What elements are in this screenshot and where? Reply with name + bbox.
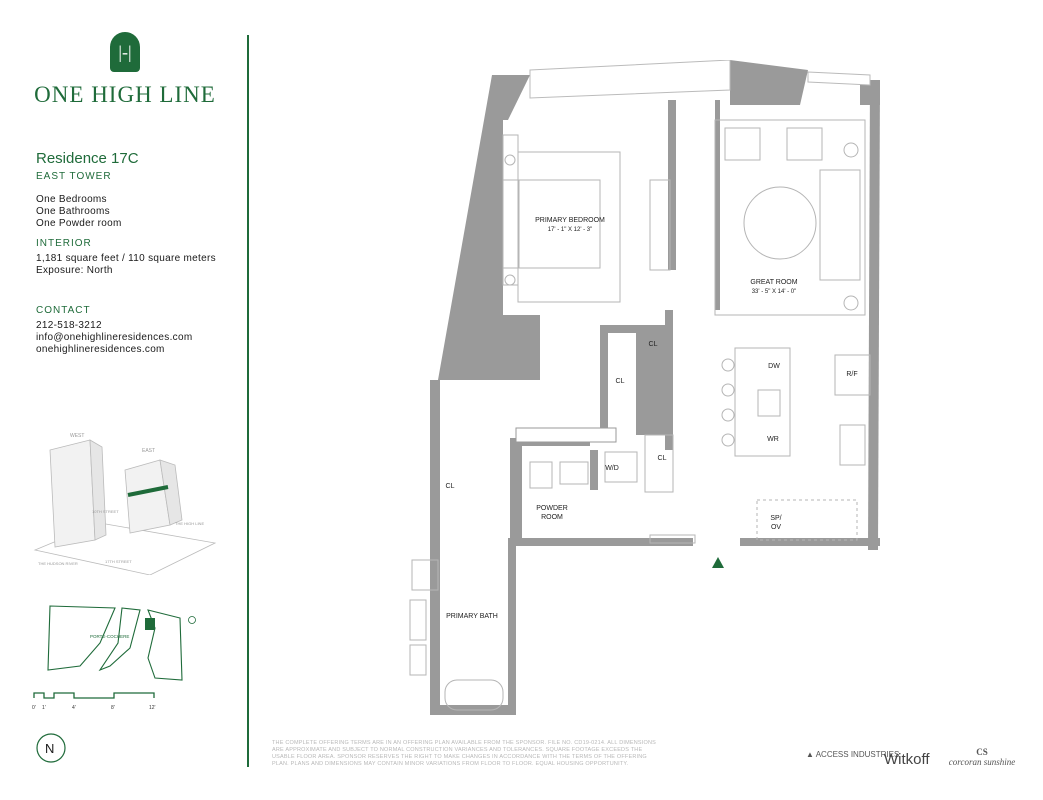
triangle-icon: ▲ <box>806 750 814 759</box>
primary-bedroom-label: PRIMARY BEDROOM <box>535 217 605 224</box>
contact-heading: CONTACT <box>36 305 91 316</box>
scale-tick: 1' <box>42 705 46 711</box>
brand-name: ONE HIGH LINE <box>34 82 216 107</box>
street-17th-label: 17TH STREET <box>105 559 132 564</box>
scale-tick: 4' <box>72 705 76 711</box>
building-marker <box>145 618 155 630</box>
contact-phone[interactable]: 212-518-3212 <box>36 320 102 331</box>
access-industries-logo: ▲ ACCESS INDUSTRIES <box>806 750 899 759</box>
corcoran-sunshine-logo: CS corcoran sunshine <box>947 747 1017 767</box>
spov-label: SP/ <box>770 515 781 522</box>
east-label: EAST <box>142 448 155 454</box>
room-summary-item: One Bedrooms <box>36 194 107 205</box>
vertical-divider <box>247 35 249 767</box>
contact-email[interactable]: info@onehighlineresidences.com <box>36 332 193 343</box>
area-text: 1,181 square feet / 110 square meters <box>36 253 216 264</box>
neighborhood-map: PORTE-COCHERE <box>47 605 196 681</box>
north-compass-icon: N <box>36 733 66 763</box>
entrance-marker-icon <box>712 557 724 568</box>
tower-label: EAST TOWER <box>36 171 112 182</box>
logo-mark: |-| <box>110 32 140 72</box>
great-room-dims: 33' - 5" X 14' - 0" <box>752 289 797 295</box>
closet-label: CL <box>616 378 625 385</box>
walls <box>430 60 880 715</box>
witkoff-logo: Witkoff <box>884 751 930 768</box>
room-summary-item: One Bathrooms <box>36 206 110 217</box>
room-summary: One Bedrooms One Bathrooms One Powder ro… <box>36 194 122 230</box>
powder-room-label: ROOM <box>541 514 563 521</box>
exposure-text: Exposure: North <box>36 265 113 276</box>
compass-label: N <box>45 741 54 756</box>
primary-bedroom-dims: 17' - 1" X 12' - 3" <box>548 227 593 233</box>
room-summary-item: One Powder room <box>36 218 122 229</box>
powder-room-label: POWDER <box>536 505 568 512</box>
contact-details: 212-518-3212 info@onehighlineresidences.… <box>36 320 192 356</box>
closet-label: CL <box>446 483 455 490</box>
hudson-label: THE HUDSON RIVER <box>38 561 78 566</box>
refrigerator-label: R/F <box>846 371 857 378</box>
corcoran-text: corcoran sunshine <box>948 757 1016 767</box>
residence-title: Residence 17C <box>36 150 139 167</box>
closet-label: CL <box>658 455 667 462</box>
building-site-diagram: WEST EAST 10TH STREET 17TH STREET THE HI… <box>33 433 217 575</box>
dishwasher-label: DW <box>768 363 780 370</box>
street-10th-label: 10TH STREET <box>92 509 119 514</box>
access-industries-text: ACCESS INDUSTRIES <box>815 750 900 759</box>
floor-plan: PRIMARY BEDROOM 17' - 1" X 12' - 3" GREA… <box>409 60 880 715</box>
cs-monogram-icon: CS <box>976 747 988 757</box>
legal-disclaimer: THE COMPLETE OFFERING TERMS ARE IN AN OF… <box>272 740 657 767</box>
interior-heading: INTERIOR <box>36 238 92 249</box>
scale-tick: 8' <box>111 705 115 711</box>
great-room-label: GREAT ROOM <box>750 279 797 286</box>
brand-logo: |-| ONE HIGH LINE <box>30 32 220 108</box>
wine-refrigerator-label: WR <box>767 436 779 443</box>
scale-bar: 0' 1' 4' 8' 12' <box>32 692 156 711</box>
high-line-label: THE HIGH LINE <box>175 521 204 526</box>
washer-dryer-label: W/D <box>605 465 619 472</box>
west-label: WEST <box>70 433 84 439</box>
scale-tick: 0' <box>32 705 36 711</box>
closet-label: CL <box>649 341 658 348</box>
contact-website[interactable]: onehighlineresidences.com <box>36 344 165 355</box>
primary-bath-label: PRIMARY BATH <box>446 613 498 620</box>
spov-label: OV <box>771 524 781 531</box>
interior-details: 1,181 square feet / 110 square meters Ex… <box>36 253 216 277</box>
scale-tick: 12' <box>149 705 156 711</box>
compass-mini-icon <box>188 616 196 624</box>
porte-cochere-label: PORTE-COCHERE <box>90 634 129 639</box>
